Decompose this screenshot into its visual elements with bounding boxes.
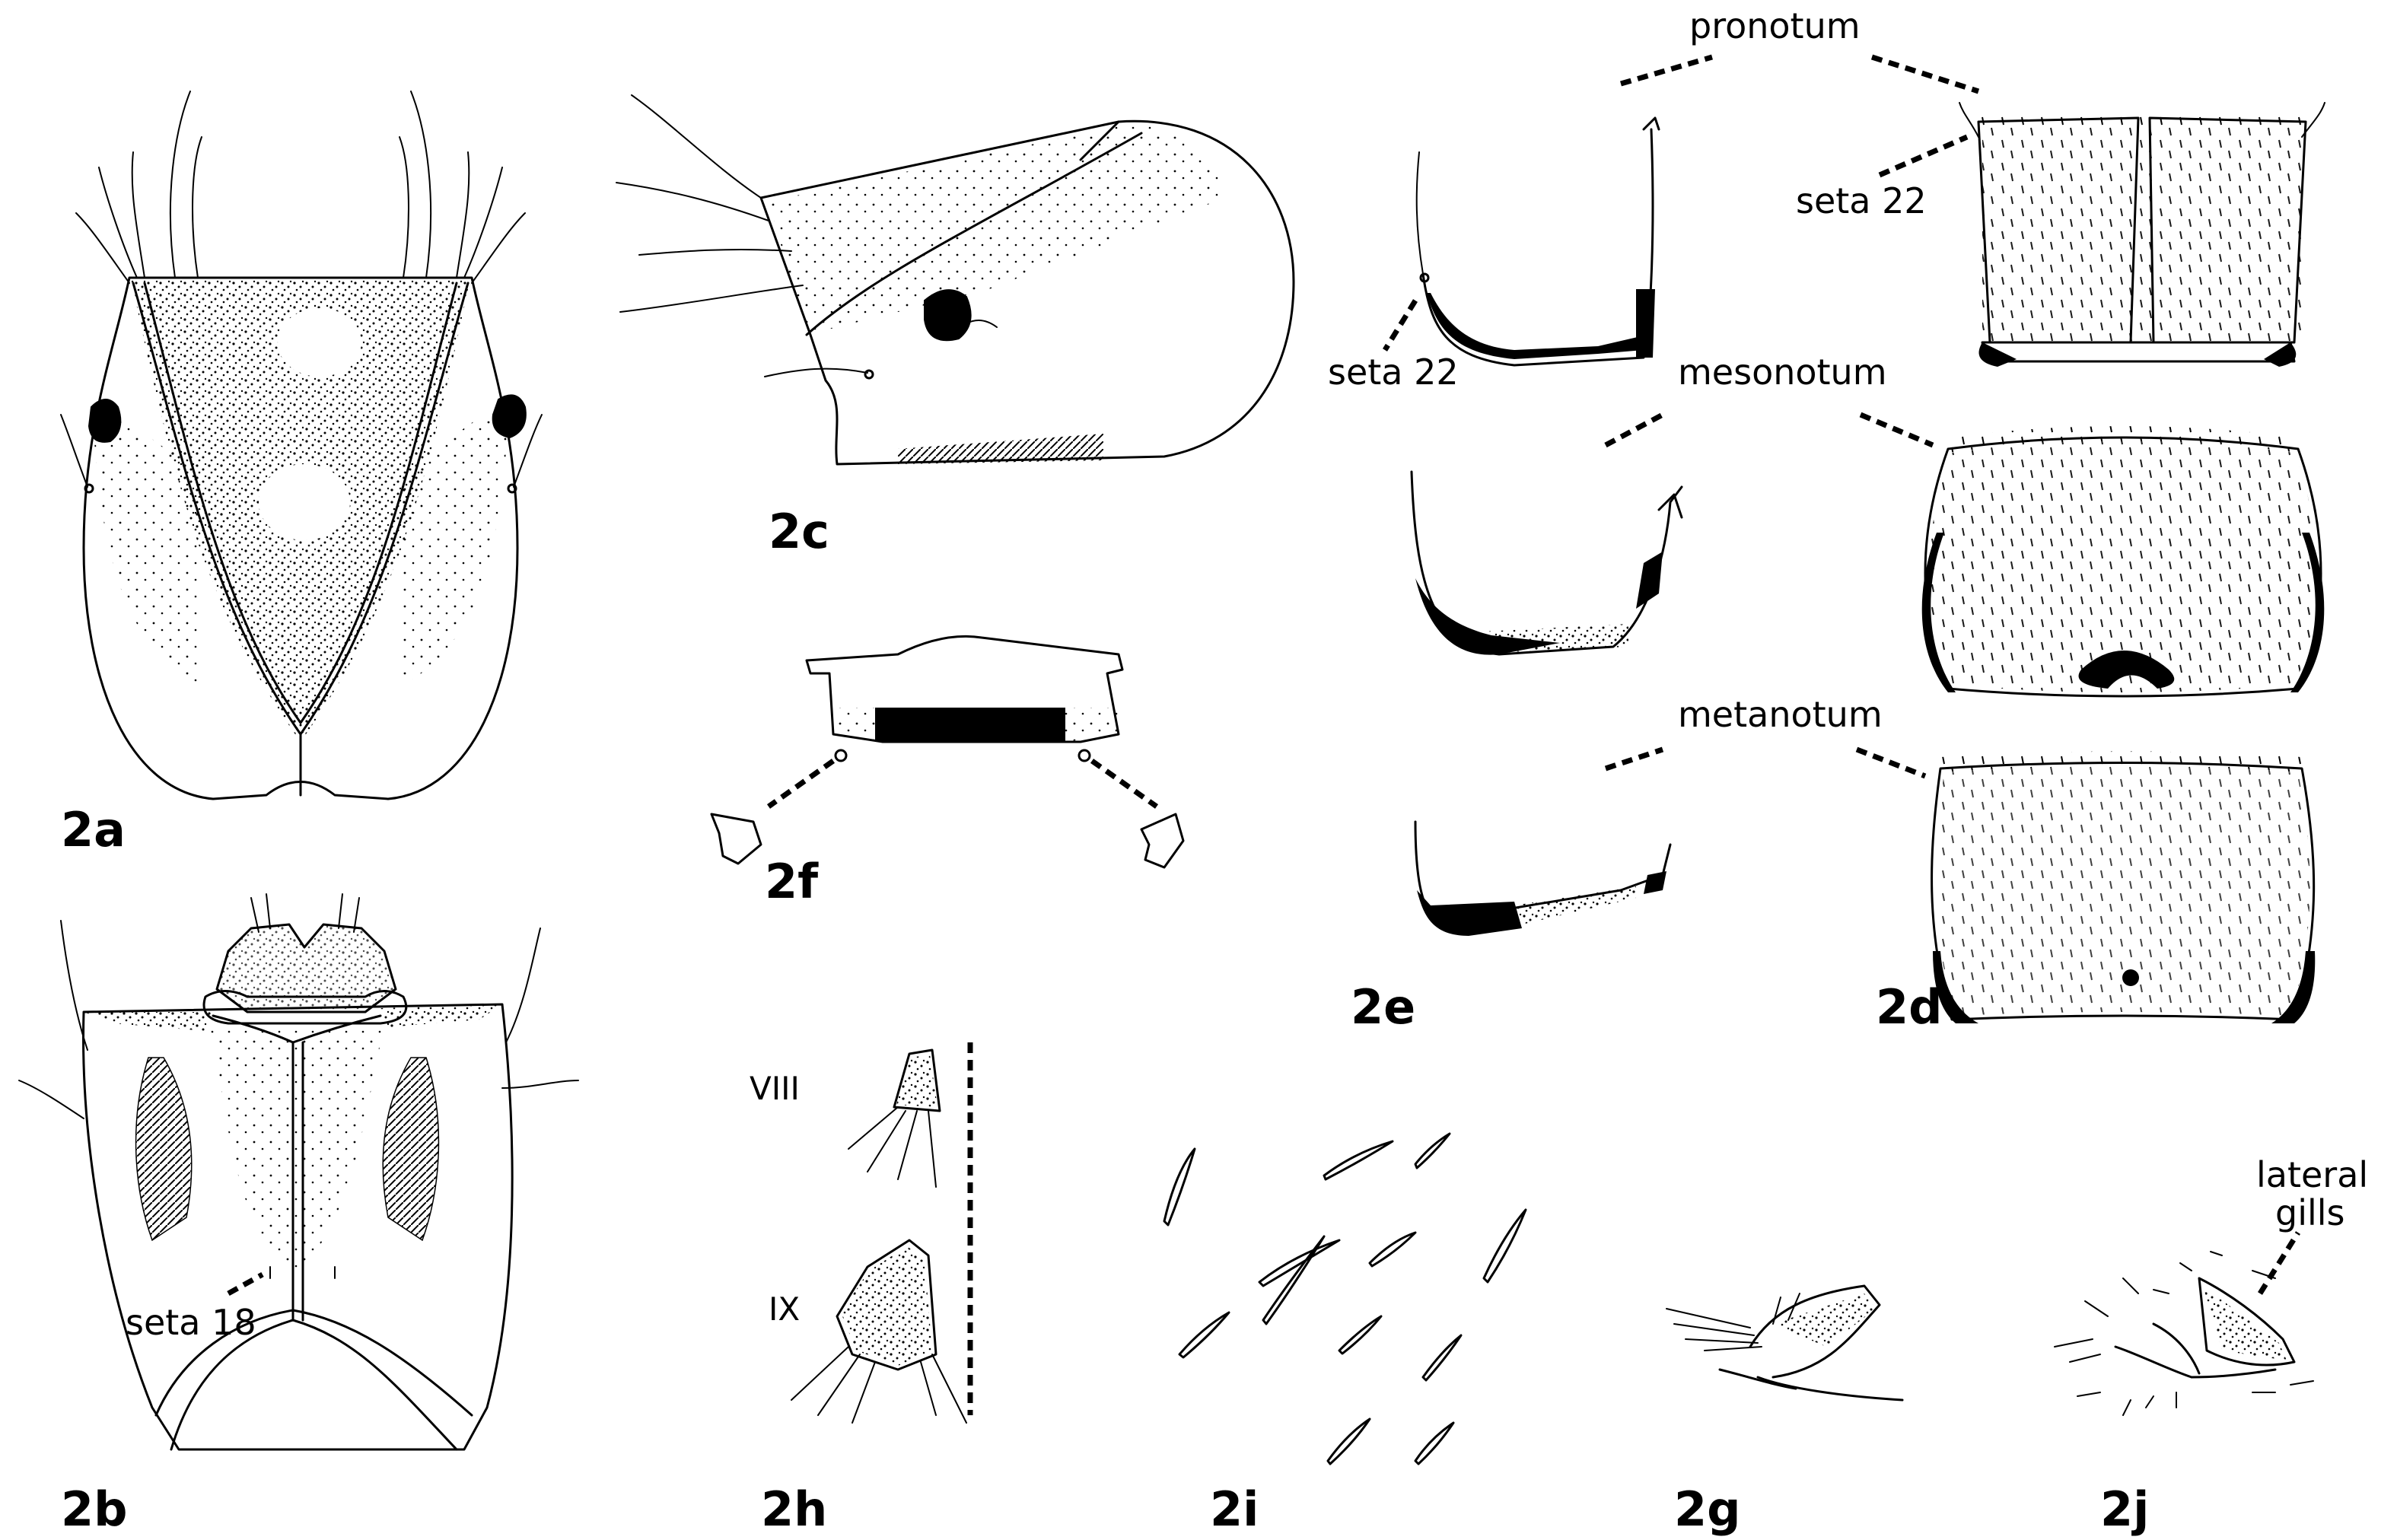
label-segment-viii: VIII — [750, 1070, 800, 1107]
panel-label-2j: 2j — [2100, 1481, 2149, 1537]
label-mesonotum: mesonotum — [1678, 352, 1887, 393]
label-gills: gills — [2275, 1192, 2345, 1233]
label-seta-18: seta 18 — [126, 1302, 256, 1343]
label-lateral: lateral — [2256, 1154, 2368, 1195]
panel-2h-segments — [791, 1042, 973, 1424]
leader-metanotum-right — [1855, 746, 1927, 779]
panel-2g-gill-detail — [1666, 1284, 1904, 1402]
label-seta-22-e: seta 22 — [1328, 352, 1459, 393]
panel-2j-lateral-gills — [2054, 1231, 2314, 1416]
panel-label-2a: 2a — [61, 802, 126, 858]
panel-label-2c: 2c — [769, 504, 829, 559]
panel-2f-tentorium — [710, 635, 1185, 869]
panel-label-2e: 2e — [1351, 979, 1415, 1035]
panel-label-2i: 2i — [1210, 1481, 1259, 1537]
label-metanotum: metanotum — [1678, 694, 1883, 735]
panel-2d-tergites-dorsal — [1878, 102, 2325, 1023]
panel-label-2d: 2d — [1876, 979, 1943, 1035]
panel-2a-head-dorsal — [60, 91, 543, 800]
label-pronotum: pronotum — [1689, 5, 1861, 46]
leader-pronotum-left — [1620, 54, 1713, 87]
label-segment-ix: IX — [769, 1290, 800, 1328]
leader-metanotum-left — [1604, 746, 1664, 772]
panel-label-2b: 2b — [61, 1481, 128, 1537]
leader-mesonotum-left — [1604, 412, 1664, 448]
panel-label-2f: 2f — [765, 854, 819, 909]
leader-mesonotum-right — [1859, 412, 1934, 448]
panel-2e-tergites-profile — [1383, 116, 1683, 936]
panel-label-2h: 2h — [761, 1481, 827, 1537]
leader-pronotum-right — [1870, 54, 1980, 94]
panel-label-2g: 2g — [1674, 1481, 1741, 1537]
panel-2c-head-lateral — [616, 94, 1295, 466]
panel-2b-head-ventral — [18, 893, 579, 1451]
label-seta-22-d: seta 22 — [1796, 180, 1927, 221]
panel-2i-setae — [1163, 1132, 1527, 1465]
